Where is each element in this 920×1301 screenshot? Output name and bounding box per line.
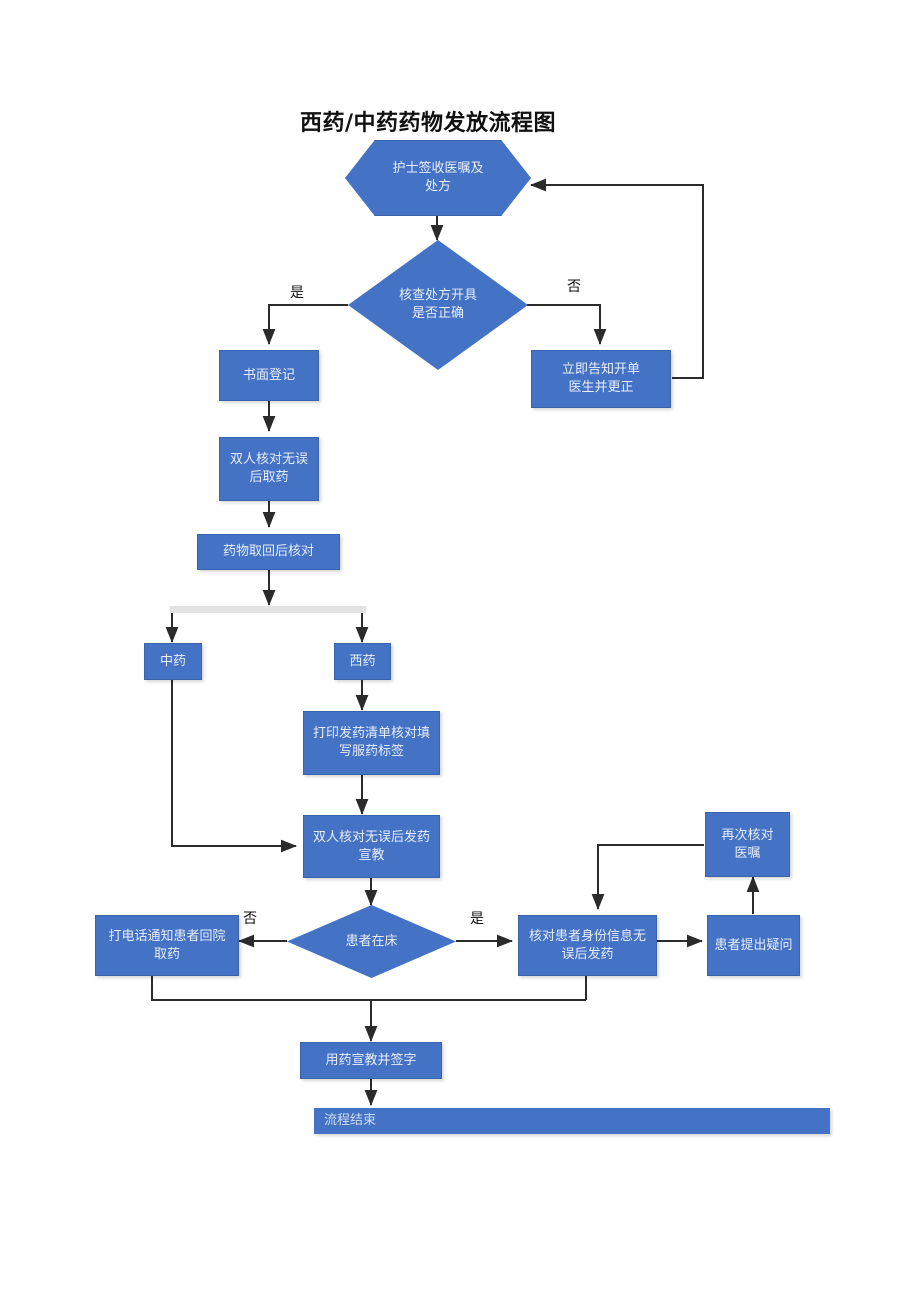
node-label: 患者提出疑问 (714, 937, 793, 953)
node-start-hex[interactable]: 护士签收医嘱及处方 (345, 140, 531, 216)
node-label: 双人核对无误后取药 (230, 452, 309, 485)
edge-label-rx-yes: 是 (290, 285, 304, 301)
edge-label-rx-no: 否 (567, 279, 581, 295)
node-label: 再次核对医嘱 (721, 827, 774, 861)
node-check-prescription[interactable]: 核查处方开具是否正确 (348, 240, 528, 370)
node-patient-in-bed[interactable]: 患者在床 (287, 905, 456, 978)
node-recheck-after-fetch[interactable]: 药物取回后核对 (197, 534, 340, 570)
node-double-check-fetch[interactable]: 双人核对无误后取药 (219, 437, 319, 501)
node-call-patient[interactable]: 打电话通知患者回院取药 (95, 915, 239, 976)
node-western-medicine[interactable]: 西药 (334, 643, 391, 680)
branch-split-bar (170, 606, 366, 613)
node-label: 护士签收医嘱及处方 (392, 161, 484, 194)
node-label: 核对患者身份信息无误后发药 (528, 928, 646, 962)
page-title: 西药/中药药物发放流程图 (300, 111, 557, 136)
node-double-check-dispense[interactable]: 双人核对无误后发药宣教 (303, 815, 440, 878)
node-tcm[interactable]: 中药 (144, 643, 202, 680)
node-label: 立即告知开单医生并更正 (561, 362, 640, 395)
edge-label-bed-yes: 是 (470, 911, 484, 927)
edge-label-bed-no: 否 (243, 911, 257, 927)
node-label: 核查处方开具是否正确 (398, 288, 477, 321)
node-written-register[interactable]: 书面登记 (219, 350, 319, 401)
node-label: 流程结束 (324, 1113, 377, 1129)
node-label: 中药 (159, 653, 186, 669)
node-verify-identity[interactable]: 核对患者身份信息无误后发药 (518, 915, 657, 976)
hexagon-shape (345, 140, 531, 216)
node-label: 双人核对无误后发药宣教 (312, 829, 430, 863)
node-label: 打印发药清单核对填写服药标签 (312, 726, 430, 759)
node-label: 书面登记 (242, 367, 295, 383)
node-patient-question[interactable]: 患者提出疑问 (707, 915, 800, 976)
node-label: 患者在床 (345, 933, 398, 949)
node-label: 打电话通知患者回院取药 (108, 928, 226, 962)
node-print-dispense-list[interactable]: 打印发药清单核对填写服药标签 (303, 711, 440, 775)
node-notify-doctor[interactable]: 立即告知开单医生并更正 (531, 350, 671, 408)
node-label: 西药 (349, 653, 376, 669)
node-label: 用药宣教并签字 (325, 1052, 417, 1068)
node-recheck-order[interactable]: 再次核对医嘱 (705, 812, 790, 877)
node-process-end[interactable]: 流程结束 (314, 1108, 830, 1134)
node-education-sign[interactable]: 用药宣教并签字 (300, 1042, 442, 1079)
node-label: 药物取回后核对 (222, 544, 314, 560)
